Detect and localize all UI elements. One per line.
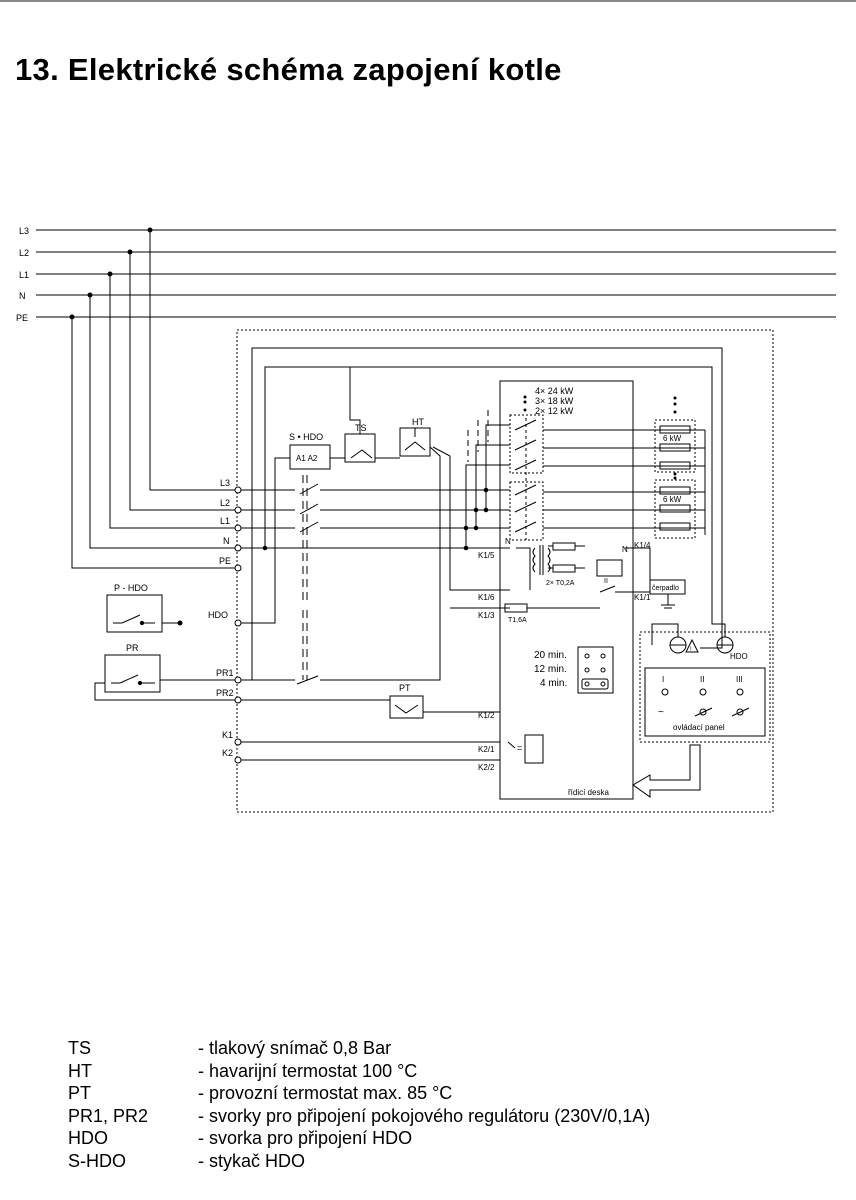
boiler-outline — [236, 329, 774, 813]
pin-k16: K1/6 — [478, 593, 495, 602]
panel-stage-1: I — [662, 675, 664, 684]
s-hdo-contactor — [289, 444, 331, 470]
legend-abbr: PT — [68, 1083, 92, 1103]
pr-label: PR — [126, 643, 139, 653]
pin-k15: K1/5 — [478, 551, 495, 560]
svg-text:=: = — [517, 743, 522, 753]
terminal-label-l3: L3 — [220, 478, 230, 488]
power-option-2: 3× 18 kW — [535, 396, 574, 406]
legend-desc: - svorky pro připojení pokojového regulá… — [198, 1105, 651, 1126]
bus-label-l1: L1 — [19, 270, 29, 280]
pump-label: čerpadlo — [652, 585, 679, 592]
control-board-label: řídicí deska — [568, 788, 609, 797]
timer-option-1: 20 min. — [534, 650, 567, 661]
panel-stage-3: III — [736, 675, 743, 684]
bus-label-l2: L2 — [19, 248, 29, 258]
ts-label: TS — [355, 423, 367, 433]
pin-k11: K1/1 — [634, 593, 651, 602]
timer-option-2: 12 min. — [534, 664, 567, 675]
heater-bank: 6 kW 6 kW — [654, 396, 706, 539]
svg-text:II: II — [604, 578, 608, 585]
legend-abbr: HDO — [68, 1128, 108, 1148]
terminal-label-l2: L2 — [220, 498, 230, 508]
power-option-3: 2× 12 kW — [535, 406, 574, 416]
top-border — [0, 0, 856, 2]
legend: TS - tlakový snímač 0,8 Bar HT - havarij… — [68, 1037, 650, 1172]
legend-desc: - svorka pro připojení HDO — [198, 1128, 413, 1148]
legend-row: S-HDO - stykač HDO — [68, 1150, 650, 1173]
bus-label-l3: L3 — [19, 226, 29, 236]
terminal-label-k1: K1 — [222, 730, 233, 740]
pin-k21: K2/1 — [478, 745, 495, 754]
legend-abbr: HT — [68, 1060, 92, 1081]
pin-n-right: N — [622, 545, 628, 554]
legend-row: PT - provozní termostat max. 85 °C — [68, 1082, 650, 1105]
pt-label: PT — [399, 683, 411, 693]
pin-k13: K1/3 — [478, 611, 495, 620]
p-hdo-label: P - HDO — [114, 583, 148, 593]
terminal-label-pe: PE — [219, 556, 231, 566]
pr-switch: PR — [94, 643, 235, 701]
legend-row: HDO - svorka pro připojení HDO — [68, 1127, 650, 1150]
legend-desc: - stykač HDO — [198, 1150, 306, 1171]
legend-desc: - provozní termostat max. 85 °C — [198, 1083, 453, 1103]
terminal-block: L3 L2 L1 N PE HDO PR1 PR2 K1 K2 — [208, 478, 242, 764]
ts-box — [344, 433, 376, 463]
panel-label: ovládací panel — [673, 723, 725, 732]
legend-abbr: PR1, PR2 — [68, 1105, 149, 1126]
terminal-label-pr2: PR2 — [216, 688, 234, 698]
control-panel: ! HDO I II III ~ ovládací panel — [632, 548, 771, 798]
svg-text:~: ~ — [658, 707, 664, 718]
legend-abbr: TS — [68, 1038, 92, 1058]
wiring-diagram: L3 L2 L1 N PE L3 L2 L1 N PE HDO PR — [16, 226, 836, 813]
page-title: 13. Elektrické schéma zapojení kotle — [15, 52, 562, 87]
power-option-1: 4× 24 kW — [535, 386, 574, 396]
svg-text:!: ! — [690, 647, 692, 653]
legend-desc: - tlakový snímač 0,8 Bar — [198, 1038, 392, 1058]
heater-label-1: 6 kW — [663, 434, 682, 443]
pin-k12: K1/2 — [478, 711, 495, 720]
control-board: 4× 24 kW 3× 18 kW 2× 12 kW N N K1/5 K1/6… — [450, 380, 705, 800]
s-hdo-coil-label: A1 A2 — [296, 454, 318, 463]
pin-n-left: N — [505, 537, 511, 546]
fuse-single-label: T1,6A — [508, 617, 527, 624]
bus-label-pe: PE — [16, 313, 28, 323]
hdo-lamp-label: HDO — [730, 652, 748, 661]
panel-stage-2: II — [700, 675, 704, 684]
legend-row: HT - havarijní termostat 100 °C — [68, 1060, 650, 1083]
timer-option-3: 4 min. — [540, 678, 567, 689]
pt-thermostat: PT — [241, 610, 500, 761]
legend-abbr: S-HDO — [68, 1150, 126, 1171]
legend-desc: - havarijní termostat 100 °C — [198, 1060, 418, 1081]
terminal-label-n: N — [223, 536, 230, 546]
terminal-label-l1: L1 — [220, 516, 230, 526]
bus-label-n: N — [19, 291, 26, 301]
terminal-label-pr1: PR1 — [216, 668, 234, 678]
ht-label: HT — [412, 417, 424, 427]
pin-k14: K1/4 — [634, 541, 651, 550]
legend-row: TS - tlakový snímač 0,8 Bar — [68, 1037, 650, 1060]
internal-wiring: S • HDO A1 A2 TS HT — [241, 347, 723, 681]
s-hdo-label: S • HDO — [289, 432, 323, 442]
supply-bus: L3 L2 L1 N PE — [16, 226, 836, 569]
legend-row: PR1, PR2 - svorky pro připojení pokojové… — [68, 1105, 650, 1128]
terminal-label-hdo: HDO — [208, 610, 228, 620]
fuse-2x-label: 2× T0,2A — [546, 580, 575, 587]
p-hdo-switch: P - HDO — [106, 583, 183, 633]
heater-label-2: 6 kW — [663, 495, 682, 504]
pin-k22: K2/2 — [478, 763, 495, 772]
terminal-label-k2: K2 — [222, 748, 233, 758]
